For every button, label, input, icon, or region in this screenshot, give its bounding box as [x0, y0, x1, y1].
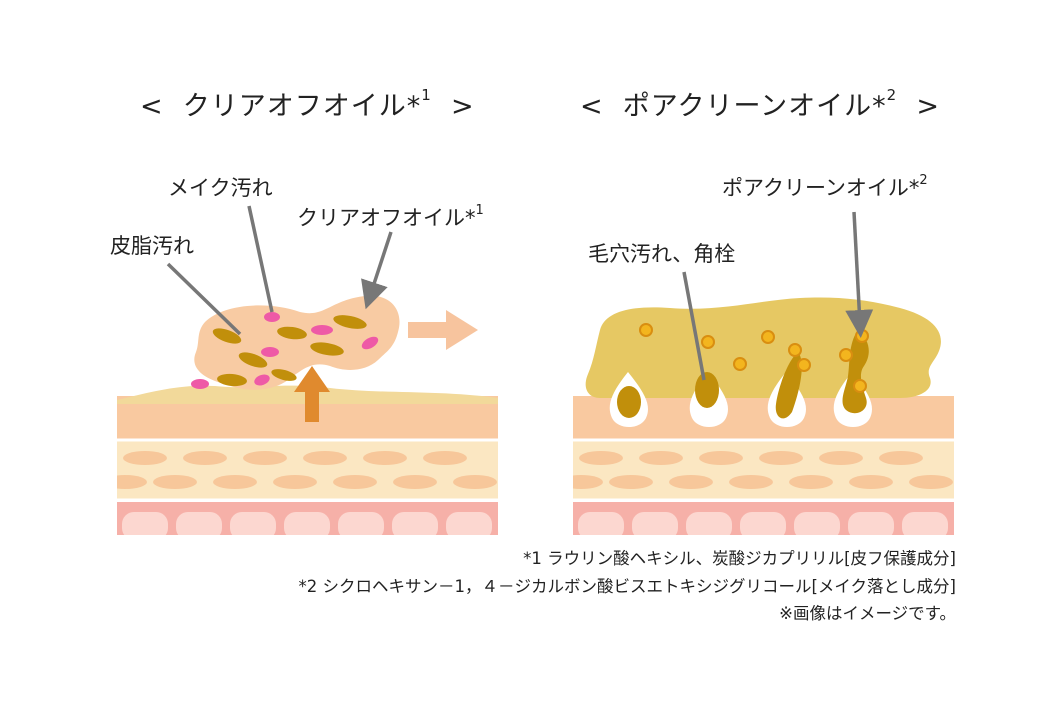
left-sebum-dirt-particles — [212, 315, 367, 387]
label-pore-dirt: 毛穴汚れ、角栓 — [588, 242, 736, 266]
pointer-pore-clean-oil — [845, 211, 874, 338]
label-makeup-dirt: メイク汚れ — [168, 176, 273, 200]
footnote-1: *1 ラウリン酸ヘキシル、炭酸ジカプリリル[皮フ保護成分] — [523, 549, 956, 568]
label-clear-off-oil: クリアオフオイル*1 — [297, 203, 484, 230]
footnote-3: ※画像はイメージです。 — [779, 604, 956, 623]
left-skin-layers — [117, 396, 498, 535]
pointer-clear-off-oil — [361, 231, 393, 310]
left-panel-heading: < クリアオフオイル*1 > — [140, 86, 475, 122]
pointer-pore-dirt — [682, 271, 706, 381]
wash-away-arrow — [408, 310, 478, 350]
pointer-makeup-dirt — [247, 205, 274, 313]
right-dermis-cells — [578, 512, 948, 535]
footnote-2: *2 シクロヘキサン－1，４－ジカルボン酸ビスエトキシジグリコール[メイク落とし… — [298, 577, 956, 596]
right-panel-heading: < ポアクリーンオイル*2 > — [580, 86, 940, 122]
left-fat-cells — [117, 451, 497, 489]
label-sebum-dirt: 皮脂汚れ — [110, 234, 194, 258]
pointer-sebum-dirt — [166, 262, 242, 336]
pointer-lines — [166, 205, 874, 381]
right-fat-cells — [573, 451, 953, 489]
left-dermis-cells — [122, 512, 492, 535]
pore-clean-oil-blob — [585, 297, 941, 398]
left-makeup-dirt-particles — [191, 312, 379, 389]
label-pore-clean-oil: ポアクリーンオイル*2 — [722, 173, 928, 200]
lift-up-arrow — [294, 366, 330, 422]
